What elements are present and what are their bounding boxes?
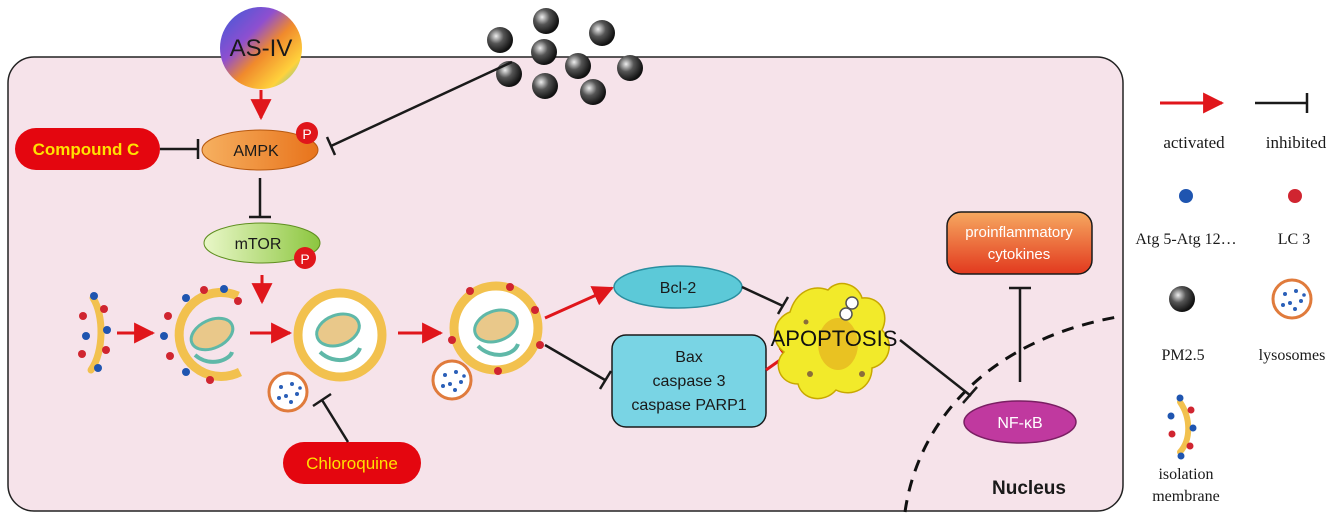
legend-lysosomes-label: lysosomes <box>1259 347 1326 364</box>
compound-c-box: Compound C <box>15 128 160 170</box>
legend-lc3-label: LC 3 <box>1278 231 1310 248</box>
phagophore-stage <box>160 285 243 384</box>
inhibit-apoptosis-nfkb <box>899 339 978 404</box>
ampk-phospho-label: P <box>302 126 311 142</box>
legend-isolation-membrane-icon <box>1167 394 1197 460</box>
apoptotic-cell <box>773 282 890 400</box>
inhibit-ampk-mtor <box>249 178 271 219</box>
inhibit-chloroquine-fusion <box>312 392 350 443</box>
autophagosome-stage <box>293 288 387 382</box>
ampk-phospho <box>296 122 318 144</box>
as-iv-node: AS-IV <box>220 7 302 89</box>
nfkb-node: NF-κB <box>963 400 1077 444</box>
cytokines-line2: cytokines <box>988 246 1051 263</box>
legend-inhibited-label: inhibited <box>1266 133 1327 152</box>
lysosome-1 <box>267 371 309 413</box>
inhibit-compoundc-ampk <box>160 139 200 159</box>
caspase-parp1-label: caspase PARP1 <box>631 397 746 414</box>
ampk-node: AMPK P <box>201 122 319 171</box>
ampk-label: AMPK <box>233 143 279 160</box>
nucleus-label: Nucleus <box>992 478 1066 499</box>
inhibit-bcl2-apoptosis <box>741 285 790 315</box>
pm25-particles <box>487 8 643 105</box>
bcl2-node: Bcl-2 <box>613 265 743 309</box>
bcl2-label: Bcl-2 <box>660 280 697 297</box>
inhibit-pm25-ampk <box>325 60 513 156</box>
isolation-membrane-stage <box>78 292 111 374</box>
inhibit-nfkb-cytokines <box>1009 286 1031 382</box>
cytokines-box: proinflammatory cytokines <box>946 211 1093 275</box>
lysosome-2 <box>431 359 473 401</box>
cell-boundary <box>7 56 1124 512</box>
arrow-autophagy-bcl2 <box>544 286 614 320</box>
legend-activated-label: activated <box>1163 133 1225 152</box>
chloroquine-box: Chloroquine <box>283 442 421 484</box>
mtor-phospho-label: P <box>300 251 309 267</box>
mtor-label: mTOR <box>235 236 282 253</box>
apoptosis-label: APOPTOSIS <box>771 326 898 351</box>
mtor-node: mTOR P <box>203 222 321 269</box>
as-iv-label: AS-IV <box>230 35 293 62</box>
nfkb-label: NF-κB <box>997 415 1042 432</box>
legend-isolation-line2: membrane <box>1152 488 1220 505</box>
legend-pm25-dot <box>1169 286 1195 312</box>
mtor-phospho <box>294 247 316 269</box>
legend-lc3-dot <box>1288 189 1302 203</box>
compound-c-label: Compound C <box>33 140 140 159</box>
inhibit-autophagy-bax <box>544 343 613 390</box>
legend-lysosome-icon <box>1271 278 1313 320</box>
legend-atg-label: Atg 5-Atg 12… <box>1135 231 1236 248</box>
legend-atg-dot <box>1179 189 1193 203</box>
bax-label: Bax <box>675 349 703 366</box>
cytokines-line1: proinflammatory <box>965 224 1073 241</box>
chloroquine-label: Chloroquine <box>306 454 398 473</box>
legend: activated inhibited Atg 5-Atg 12… LC 3 P… <box>1135 92 1327 505</box>
bax-caspase-box: Bax caspase 3 caspase PARP1 <box>611 334 767 428</box>
caspase3-label: caspase 3 <box>653 373 726 390</box>
legend-isolation-line1: isolation <box>1158 466 1213 483</box>
legend-pm25-label: PM2.5 <box>1161 347 1204 364</box>
autolysosome-stage <box>448 281 544 375</box>
